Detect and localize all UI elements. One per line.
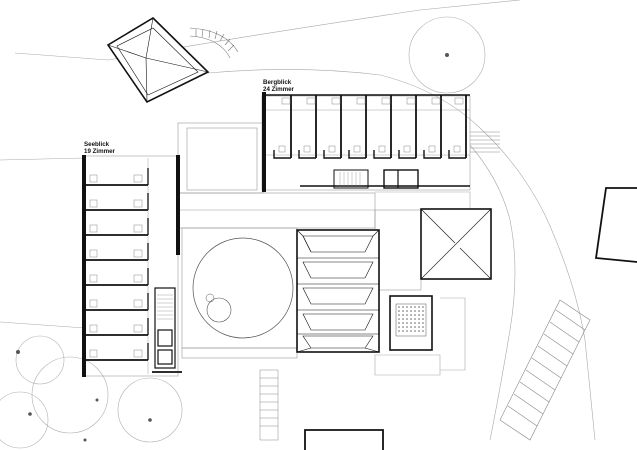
grid-dot: [410, 326, 412, 328]
label-bergblick-title: Bergblick: [263, 79, 292, 86]
grid-dot: [418, 326, 420, 328]
grid-dot: [410, 318, 412, 320]
grid-dot: [402, 322, 404, 324]
grid-dot: [414, 310, 416, 312]
grid-dot: [402, 306, 404, 308]
round-pool: [192, 237, 294, 339]
grid-dot: [398, 310, 400, 312]
curved-stone-wall: [189, 27, 239, 59]
grid-dot: [414, 322, 416, 324]
grid-dot: [418, 318, 420, 320]
grid-dot: [422, 314, 424, 316]
grid-dot: [406, 314, 408, 316]
cropped-buildings: [304, 187, 637, 450]
grid-dot: [398, 322, 400, 324]
trees: [0, 16, 486, 449]
grid-dot: [422, 318, 424, 320]
bergblick-wing: [261, 92, 500, 192]
tree-canopy-southwest-2: [31, 356, 109, 434]
grid-dot: [414, 330, 416, 332]
grid-dot: [410, 322, 412, 324]
grid-dot: [418, 310, 420, 312]
grid-dot: [410, 314, 412, 316]
central-building-roofs: [296, 229, 380, 353]
wing-labels: Bergblick 24 Zimmer Seeblick 19 Zimmer: [84, 79, 295, 155]
grid-dot: [406, 318, 408, 320]
grid-dot: [410, 310, 412, 312]
tree-canopy-southwest-1: [15, 335, 65, 385]
grid-dot: [414, 318, 416, 320]
pavilion-roof-east: [420, 208, 492, 280]
grid-dot: [422, 306, 424, 308]
grid-dot: [418, 314, 420, 316]
tree-canopy-southwest-3: [0, 391, 49, 449]
seeblick-wing: [82, 155, 182, 377]
grid-dot: [418, 322, 420, 324]
label-seeblick-title: Seeblick: [84, 141, 110, 148]
grid-dot: [402, 310, 404, 312]
site-terrain-lines: [0, 0, 596, 441]
grid-dot: [422, 330, 424, 332]
grid-dot: [418, 306, 420, 308]
grid-dot: [414, 326, 416, 328]
grid-dot: [398, 306, 400, 308]
grid-dot: [418, 330, 420, 332]
terraced-steps: [499, 299, 591, 441]
grid-dot: [406, 330, 408, 332]
grid-dot: [402, 318, 404, 320]
grid-dot: [398, 318, 400, 320]
grid-dot: [414, 314, 416, 316]
south-stairs: [259, 369, 279, 441]
grid-dot: [414, 306, 416, 308]
grid-dot: [422, 310, 424, 312]
grid-dot: [406, 306, 408, 308]
grid-dot: [398, 330, 400, 332]
grid-dot: [398, 314, 400, 316]
grid-dot: [422, 322, 424, 324]
grid-dot: [402, 314, 404, 316]
grid-dot: [410, 306, 412, 308]
grid-dot: [402, 326, 404, 328]
grid-dot: [402, 330, 404, 332]
grid-dot: [422, 326, 424, 328]
grid-dot: [406, 326, 408, 328]
tree-canopy-south: [117, 377, 183, 443]
tree-canopy-north: [408, 16, 486, 94]
grid-dot: [398, 326, 400, 328]
hut-roof-northwest: [106, 16, 210, 104]
label-bergblick-rooms: 24 Zimmer: [263, 86, 295, 93]
grid-dot: [406, 322, 408, 324]
label-seeblick-rooms: 19 Zimmer: [84, 148, 116, 155]
grid-dot: [410, 330, 412, 332]
grid-dot: [406, 310, 408, 312]
tree-trunks: [16, 53, 449, 442]
grid-dots: [398, 306, 424, 332]
